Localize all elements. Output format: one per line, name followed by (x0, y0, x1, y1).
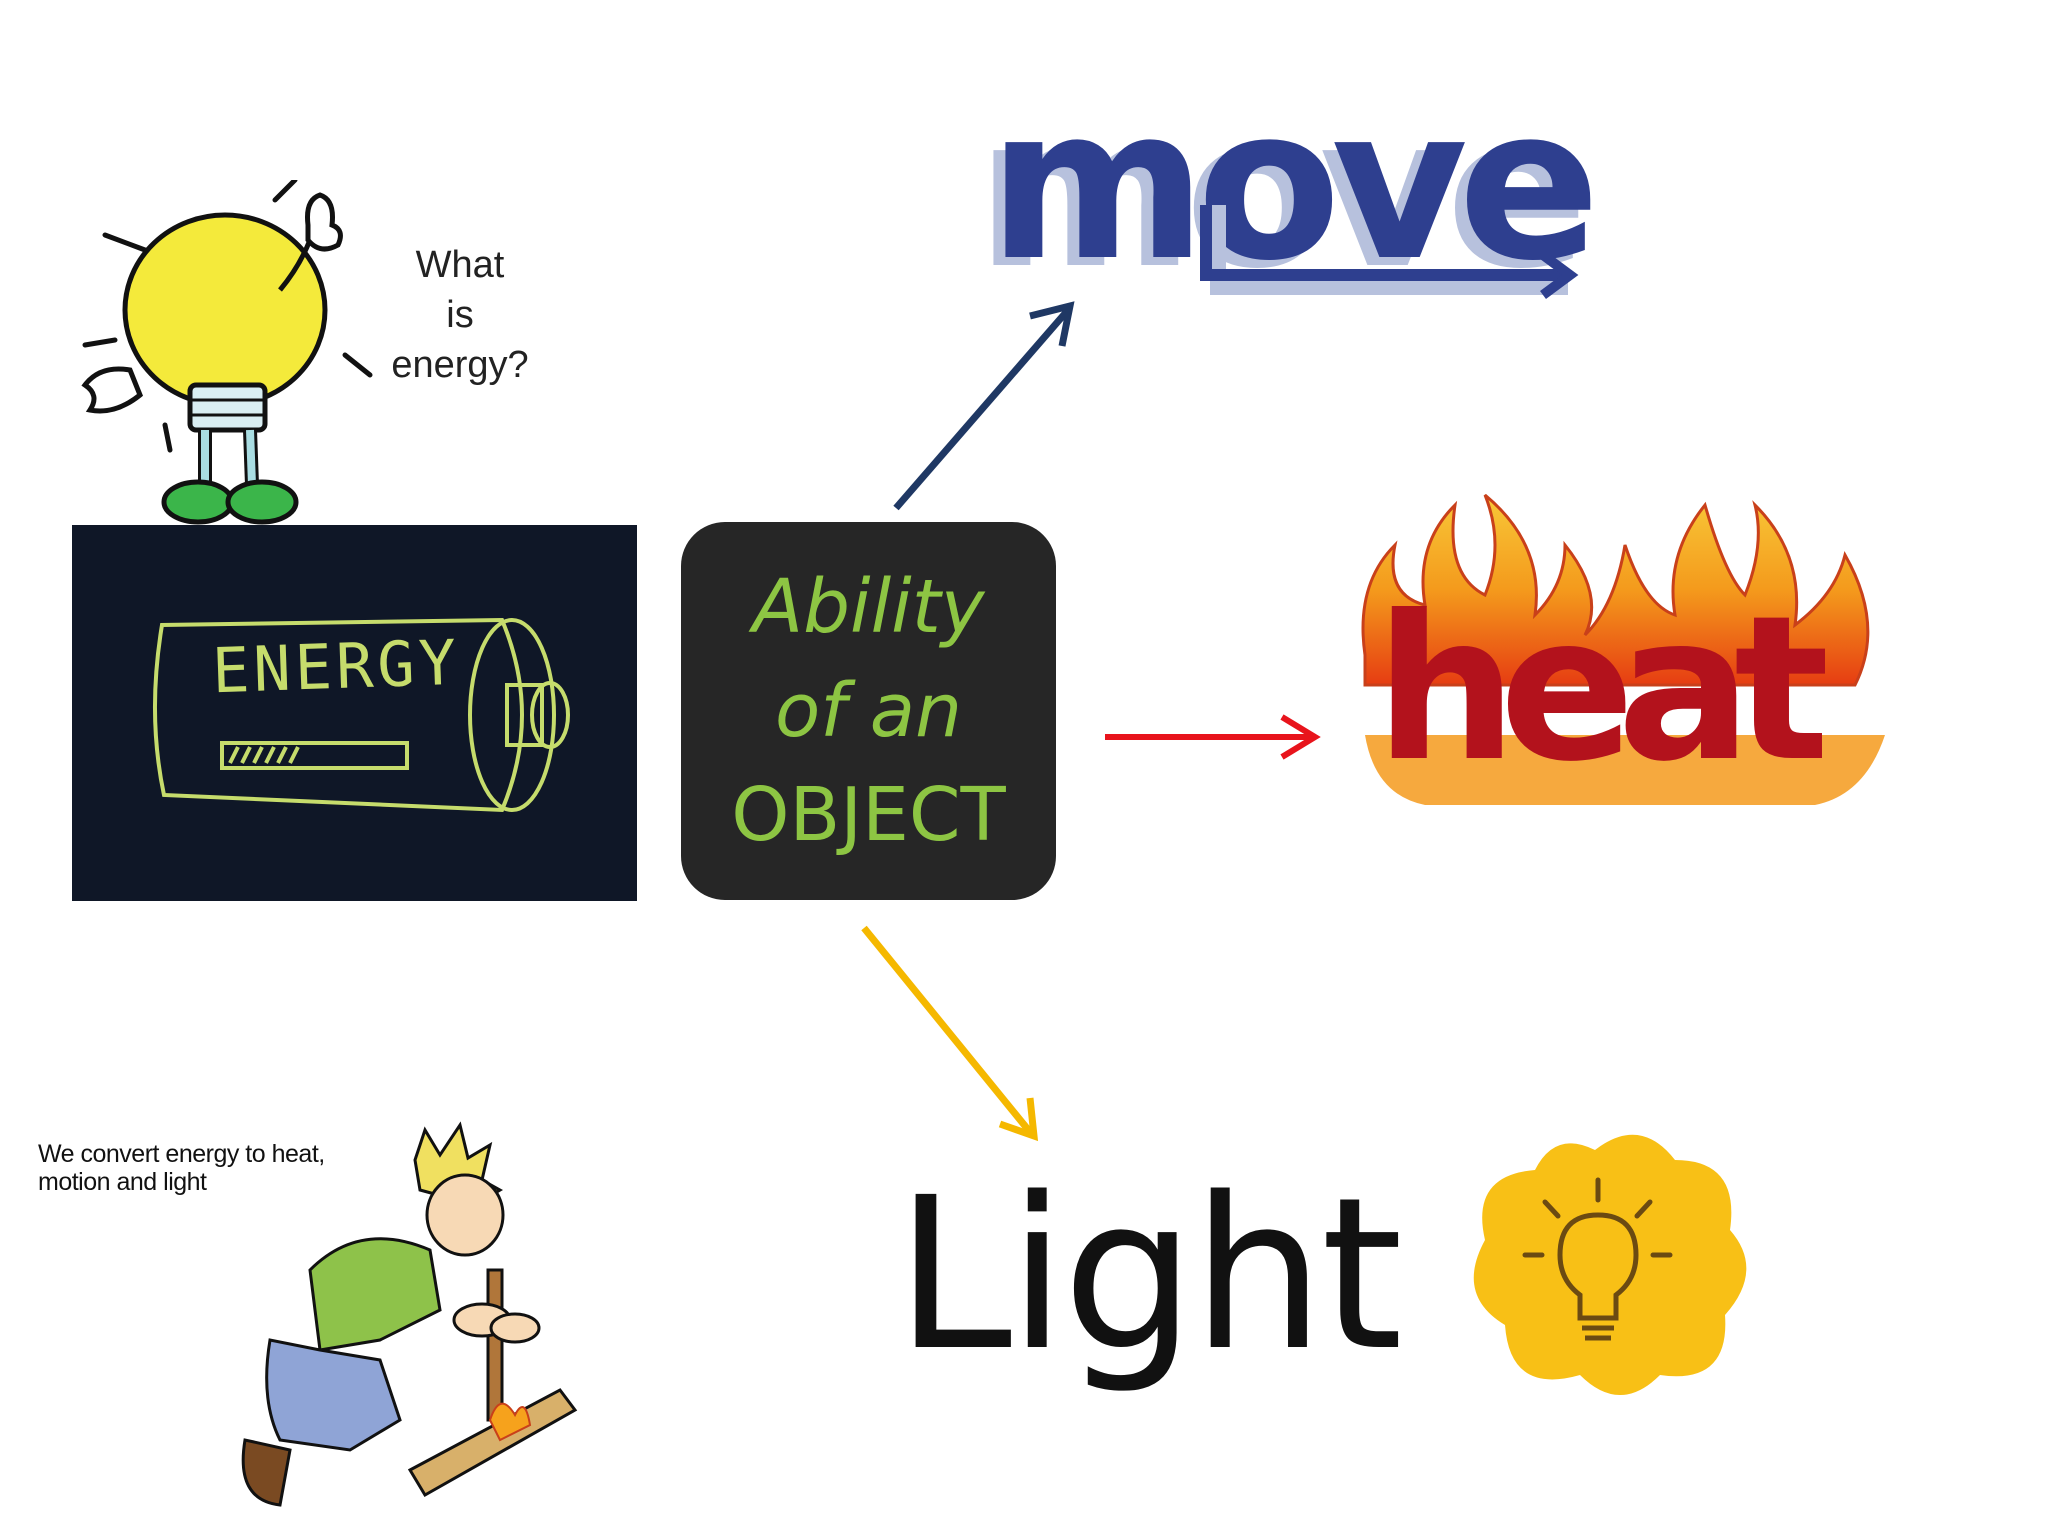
arrow-to-light (861, 925, 1039, 1142)
heat-graphic: heat (1345, 485, 1905, 830)
arrow-to-heat (1105, 714, 1321, 760)
board-energy-label: ENERGY (210, 625, 462, 708)
move-graphic: move (978, 75, 1603, 325)
bulb-cartoon: What is energy? (70, 180, 540, 530)
center-line-1: Ability (752, 564, 985, 650)
flames-icon (1361, 493, 1885, 805)
move-arrow-icon (1200, 205, 1579, 300)
light-graphic: Light (895, 1120, 1755, 1410)
center-line-2: of an (774, 668, 963, 754)
bulb-question: What is energy? (391, 244, 529, 386)
man-caption: We convert energy to heat, motion and li… (38, 1140, 325, 1196)
energy-blackboard: ENERGY (72, 525, 637, 901)
heat-word: heat (1375, 573, 1830, 806)
battery-chalk-icon (153, 617, 570, 813)
light-word: Light (895, 1152, 1403, 1397)
center-definition-box: Ability of an OBJECT (681, 522, 1056, 900)
center-line-3: OBJECT (731, 772, 1006, 858)
fire-making-cartoon: We convert energy to heat, motion and li… (20, 1120, 600, 1520)
man-drilling-fire-icon (241, 1121, 578, 1507)
bulb-figure-icon (81, 180, 373, 525)
lightbulb-flower-icon (1473, 1134, 1747, 1395)
arrow-to-move (893, 301, 1075, 511)
move-word: move (988, 62, 1600, 307)
